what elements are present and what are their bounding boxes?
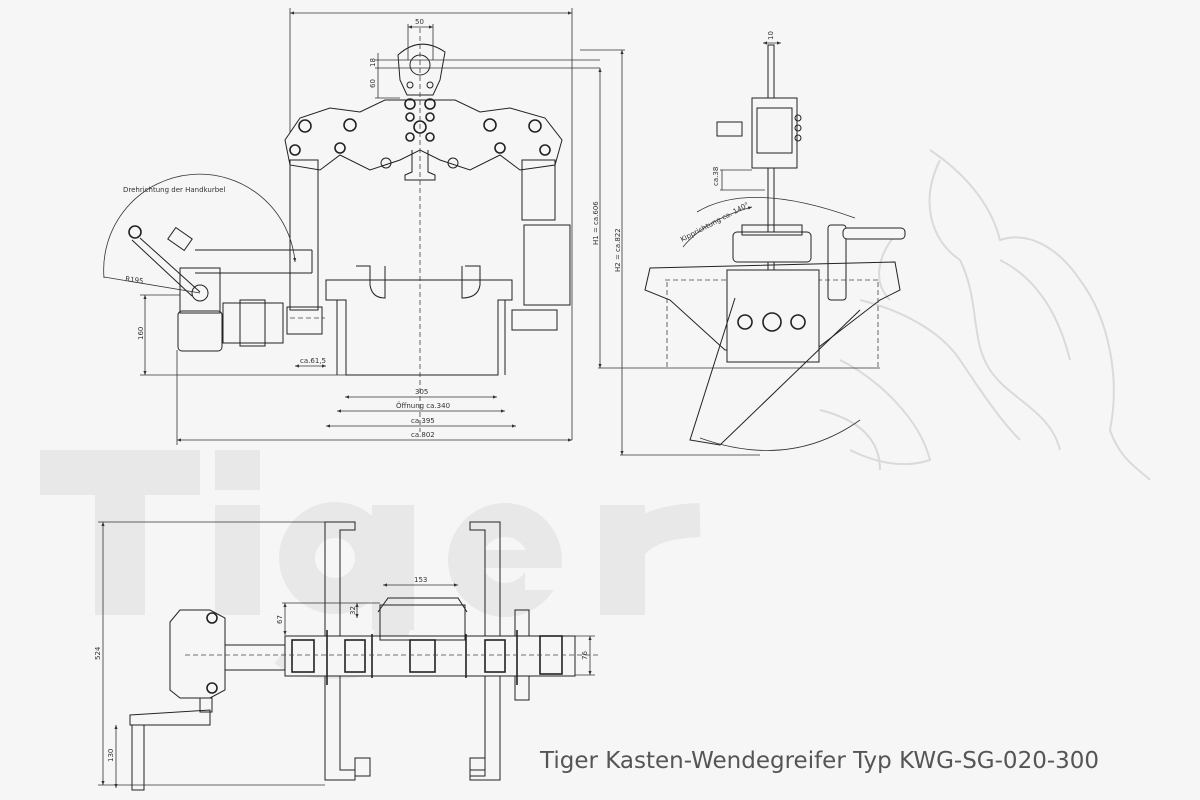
tiger-sketch-watermark <box>819 149 1151 481</box>
dim-305: 305 <box>415 388 428 396</box>
top-view: 524 130 153 32 67 76 <box>94 521 600 791</box>
watermark-logo <box>40 450 701 680</box>
dim-opening: Öffnung ca.340 <box>396 401 450 410</box>
dim-802: ca.802 <box>411 431 435 439</box>
radius-label: R195 <box>125 275 144 285</box>
dim-hook-60: 60 <box>369 79 377 88</box>
dim-h1: H1 = ca.606 <box>592 201 600 245</box>
dim-61-5: ca.61,5 <box>300 357 326 365</box>
product-caption: Tiger Kasten-Wendegreifer Typ KWG-SG-020… <box>540 748 1100 774</box>
dim-10: 10 <box>767 31 775 40</box>
dim-524: 524 <box>94 646 102 660</box>
dim-76: 76 <box>581 651 589 660</box>
dim-32: 32 <box>349 606 357 615</box>
front-view: 50 18 60 Drehrichtung der Handkurbel R19… <box>103 8 625 455</box>
dim-38: ca.38 <box>712 167 720 186</box>
dim-hook-width: 50 <box>415 18 424 26</box>
side-view: 10 ca.38 Kipprichtung ca. 140° <box>598 31 906 456</box>
dim-160: 160 <box>137 327 145 340</box>
dim-153: 153 <box>414 576 427 584</box>
dim-h2: H2 = ca.822 <box>614 228 622 272</box>
dim-67: 67 <box>276 615 284 624</box>
crank-direction-label: Drehrichtung der Handkurbel <box>123 186 225 194</box>
dim-hook-18: 18 <box>369 58 377 67</box>
dim-130: 130 <box>107 749 115 762</box>
dim-395: ca.395 <box>411 417 435 425</box>
